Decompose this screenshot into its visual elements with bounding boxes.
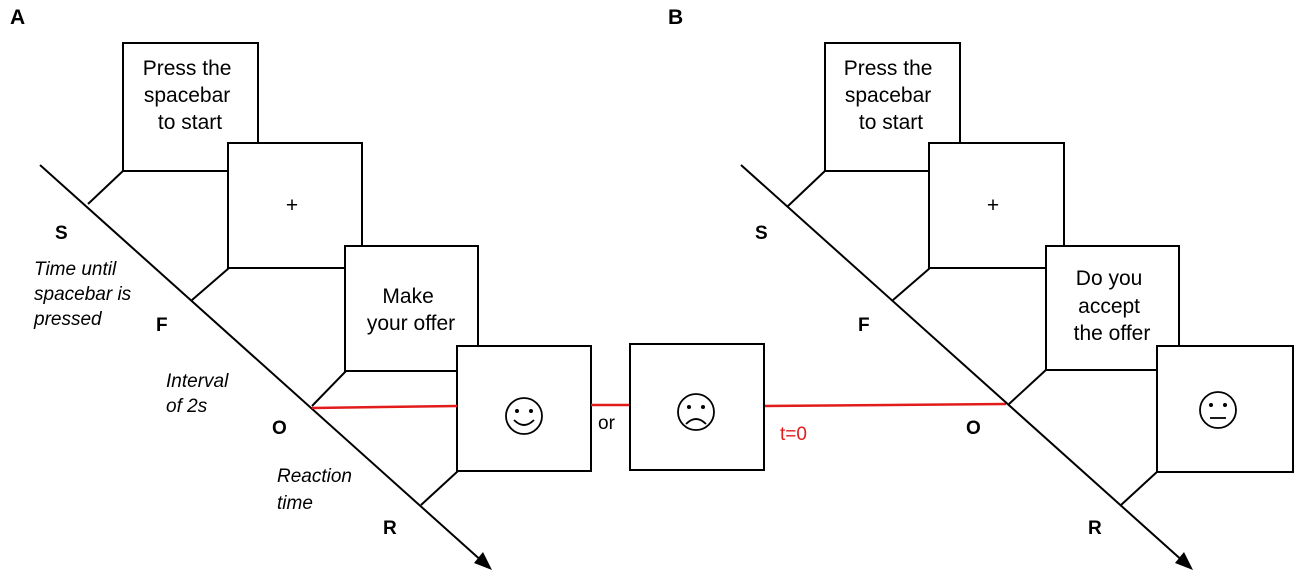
- panel-b-event-o: O: [966, 418, 981, 439]
- panel-a: A Press the spacebar to start + Make you…: [10, 6, 592, 570]
- panel-a-event-s: S: [55, 223, 68, 244]
- panel-a-timeline: [39, 164, 485, 564]
- panel-a-fixation-screen: [227, 142, 363, 269]
- panel-a-timeline-arrowhead: [474, 552, 492, 570]
- or-label: or: [598, 413, 616, 434]
- frowning-face-icon: [677, 393, 715, 431]
- middle-link: or t=0: [311, 343, 1007, 471]
- panel-a-offer-screen: [344, 245, 479, 372]
- panel-b-timeline: [740, 164, 1186, 564]
- panel-a-note-reaction: Reaction time: [277, 466, 357, 514]
- sad-feedback-screen: [629, 343, 765, 471]
- panel-b-connector-feedback: [1120, 470, 1159, 506]
- panel-a-event-r: R: [383, 518, 397, 539]
- panel-a-connector-feedback: [420, 470, 459, 506]
- panel-a-start-text: Press the spacebar to start: [143, 57, 238, 134]
- t0-label: t=0: [780, 424, 807, 445]
- panel-a-fixation-cross: +: [286, 194, 298, 217]
- panel-a-event-o: O: [272, 418, 287, 439]
- panel-b: B Press the spacebar to start + Do you a…: [668, 6, 1294, 570]
- panel-b-event-s: S: [755, 223, 768, 244]
- panel-b-letter: B: [668, 6, 683, 29]
- panel-b-event-r: R: [1088, 518, 1102, 539]
- panel-a-note-interval: Interval of 2s: [166, 371, 234, 417]
- panel-a-letter: A: [10, 6, 25, 29]
- panel-b-offer-text: Do you accept the offer: [1074, 267, 1151, 345]
- red-link-segment-3: [763, 402, 1007, 408]
- panel-b-connector-fixation: [892, 267, 931, 301]
- panel-a-happy-feedback-screen: [456, 345, 592, 472]
- panel-b-timeline-arrowhead: [1175, 552, 1193, 570]
- panel-a-note-spacebar: Time until spacebar is pressed: [33, 259, 136, 330]
- panel-b-connector-start: [787, 169, 827, 207]
- panel-a-connector-offer: [311, 370, 347, 407]
- smiley-face-icon: [505, 397, 543, 435]
- red-link-segment-1: [311, 404, 458, 410]
- panel-b-neutral-feedback-screen: [1156, 345, 1294, 473]
- panel-b-event-f: F: [858, 315, 870, 336]
- panel-a-offer-text: Make your offer: [367, 285, 455, 335]
- panel-a-connector-fixation: [191, 267, 230, 301]
- panel-b-fixation-screen: [928, 142, 1065, 269]
- panel-b-start-text: Press the spacebar to start: [844, 57, 939, 134]
- panel-a-event-f: F: [156, 315, 168, 336]
- panel-a-connector-start: [87, 169, 125, 205]
- panel-b-connector-offer: [1008, 368, 1048, 405]
- panel-b-fixation-cross: +: [987, 194, 999, 217]
- neutral-face-icon: [1199, 391, 1237, 429]
